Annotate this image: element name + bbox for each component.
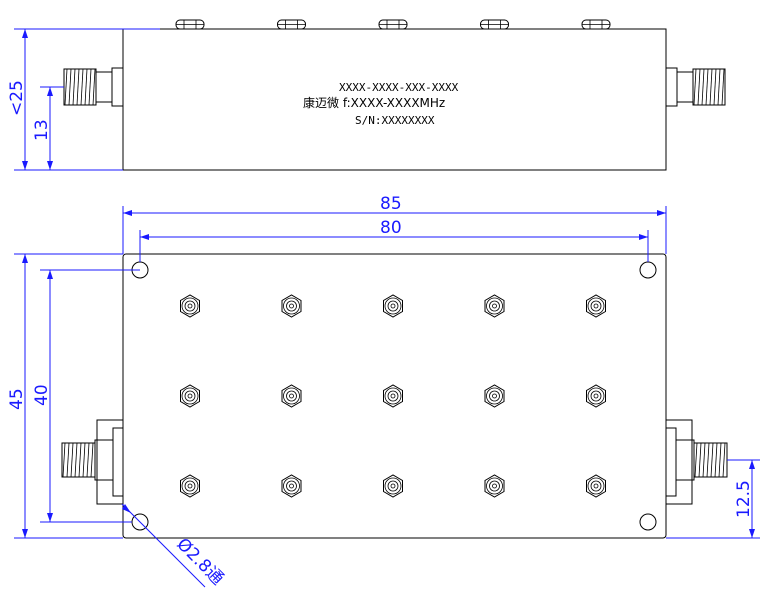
- top-view: 85 80 45 40: [7, 194, 760, 589]
- hole-span-height-value: 40: [32, 384, 52, 406]
- hole-span-height-dimension: 40: [32, 269, 140, 523]
- tuning-screw: [484, 474, 505, 498]
- top-height-dimension: 45: [7, 253, 123, 539]
- tuning-screw: [484, 384, 505, 408]
- side-view-screw-row: [175, 19, 611, 30]
- side-screw-head: [378, 19, 408, 30]
- connector-offset-dimension: 12.5: [666, 459, 760, 539]
- hole-span-width-value: 80: [380, 218, 402, 238]
- side-screw-head: [277, 19, 306, 30]
- top-height-value: 45: [7, 388, 27, 410]
- left-sma-connector-side: [63, 67, 124, 107]
- tuning-screw: [383, 384, 403, 408]
- tuning-screw: [180, 294, 200, 318]
- tuning-screw: [586, 294, 606, 318]
- side-connector-dimension: 13: [32, 86, 64, 170]
- tuning-screw: [281, 294, 302, 318]
- tuning-screw: [180, 474, 200, 498]
- tuning-screw: [281, 474, 302, 498]
- top-width-dimension: 85: [122, 194, 667, 254]
- side-screw-head: [175, 19, 205, 30]
- side-connector-value: 13: [32, 119, 52, 141]
- side-screw-head: [581, 19, 611, 30]
- mount-hole-bottom-right: [639, 513, 657, 531]
- top-width-value: 85: [380, 194, 402, 214]
- connector-offset-value: 12.5: [734, 480, 754, 518]
- tuning-screw: [383, 294, 403, 318]
- tuning-screw: [586, 384, 606, 408]
- tuning-screw: [383, 474, 403, 498]
- tuning-screw: [484, 294, 505, 318]
- serial-number-text: S/N:XXXXXXXX: [355, 114, 435, 127]
- tuning-screw-grid: [180, 294, 606, 498]
- hole-span-width-dimension: 80: [139, 218, 649, 262]
- mount-hole-value: Ø2.8通: [172, 534, 227, 589]
- tuning-screw: [180, 384, 200, 408]
- tuning-screw: [281, 384, 302, 408]
- side-screw-head: [480, 19, 509, 30]
- right-sma-connector-side: [665, 67, 726, 107]
- left-sma-connector-top: [61, 419, 124, 505]
- tuning-screw: [586, 474, 606, 498]
- part-number-text: XXXX-XXXX-XXX-XXXX: [339, 81, 459, 94]
- top-view-body: [122, 253, 667, 539]
- right-sma-connector-top: [665, 419, 728, 505]
- side-view: XXXX-XXXX-XXX-XXXX 康迈微 f:XXXX-XXXXMHz S/…: [7, 19, 726, 171]
- side-height-dimension: <25: [7, 28, 160, 171]
- brand-frequency-text: 康迈微 f:XXXX-XXXXMHz: [303, 95, 445, 110]
- side-height-value: <25: [7, 80, 27, 116]
- mount-hole-top-right: [639, 261, 657, 279]
